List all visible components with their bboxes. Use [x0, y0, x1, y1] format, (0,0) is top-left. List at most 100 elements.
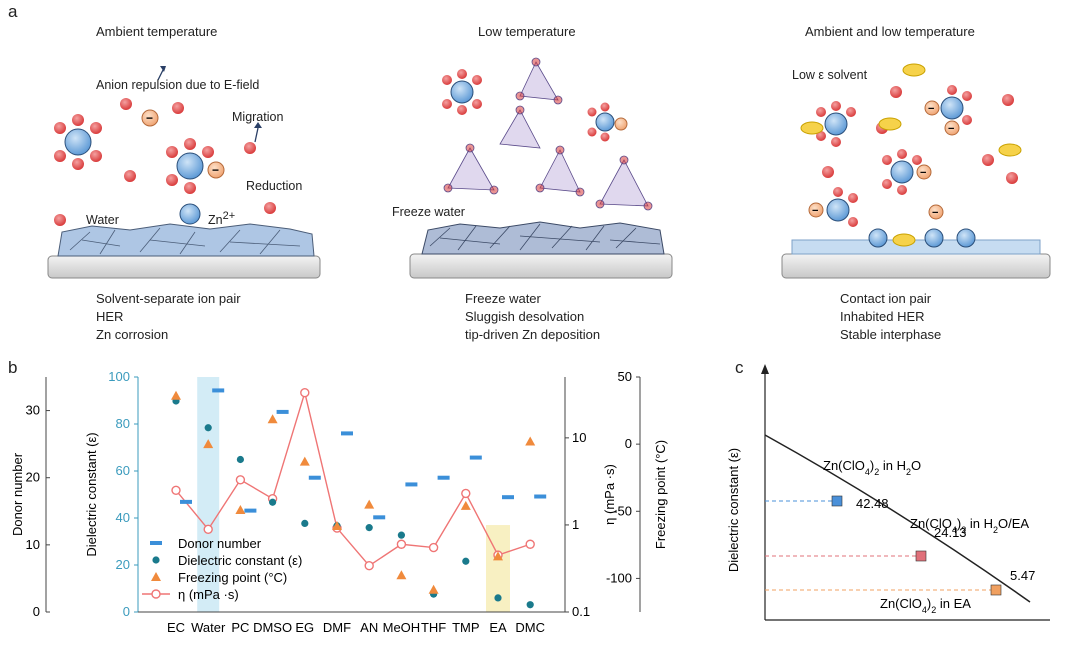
category-label: DMC [515, 620, 545, 635]
category-label: DMF [323, 620, 351, 635]
donor-mark [244, 508, 257, 513]
anion-repulsion-label: Anion repulsion due to E-field [96, 78, 260, 92]
donor-mark [180, 499, 192, 504]
donor-mark [341, 431, 353, 436]
freezing-tick-label: 50 [618, 369, 632, 384]
dielectric-tick-label: 40 [116, 510, 130, 525]
dielectric-point [269, 498, 277, 506]
dielectric-point [236, 455, 244, 464]
category-label: EG [295, 620, 314, 635]
low-epsilon-solvent-label: Low ε solvent [792, 68, 868, 82]
viscosity-point [171, 485, 181, 495]
donor-mark [437, 475, 450, 480]
category-label: Water [191, 620, 226, 635]
c-axis-label: Dielectric constant (ε) [726, 448, 741, 572]
panel-c-chart: Dielectric constant (ε) Zn(ClO4)2 in H2O 4… [726, 364, 1050, 621]
freezing-axis-label: Freezing point (°C) [653, 440, 668, 549]
dielectric-point [365, 524, 373, 532]
viscosity-line [175, 390, 531, 567]
dielectric-point [526, 601, 534, 609]
freezing-point [428, 584, 439, 594]
caption-line: Freeze water [465, 291, 541, 306]
viscosity-tick-label: 0.1 [572, 604, 590, 619]
caption-line: HER [96, 309, 124, 324]
category-label: THF [421, 620, 446, 635]
svg-text:−: − [920, 167, 926, 179]
legend-donor-marker [150, 541, 162, 545]
svg-text:−: − [928, 103, 934, 115]
svg-text:−: − [932, 207, 938, 219]
dielectric-point [462, 557, 470, 565]
legend-dielectric-marker [152, 556, 160, 564]
c-point-marker [831, 495, 843, 507]
freezing-point [235, 504, 246, 514]
dielectric-point [397, 531, 405, 539]
col1-title: Ambient temperature [96, 24, 218, 39]
donor-tick-label: 10 [26, 537, 40, 552]
migration-label: Migration [232, 110, 284, 124]
dielectric-point [204, 424, 212, 432]
donor-mark [405, 482, 418, 487]
freezing-point [203, 439, 214, 449]
freezing-point [171, 390, 181, 400]
c-point-value: 42.48 [856, 496, 889, 511]
substrate-2 [409, 221, 673, 279]
c-point-label: Zn(ClO4)2 in H2O/EA [910, 516, 1029, 535]
panel-c-letter: c [735, 358, 744, 377]
water-label: Water [86, 213, 119, 227]
donor-mark [534, 494, 547, 499]
water-highlight-band [197, 377, 220, 612]
category-label: EC [167, 620, 185, 635]
freeze-water-label: Freeze water [392, 205, 465, 219]
dielectric-tick-label: 0 [123, 604, 130, 619]
donor-mark [212, 388, 225, 393]
donor-mark [308, 475, 321, 480]
col2-captions: Freeze water Sluggish desolvation tip-dr… [465, 290, 600, 344]
viscosity-point [364, 561, 374, 571]
category-label: EA [489, 620, 507, 635]
reduction-label: Reduction [246, 179, 303, 193]
viscosity-point [428, 542, 439, 553]
freezing-point [267, 414, 278, 424]
caption-line: tip-driven Zn deposition [465, 327, 601, 342]
category-label: AN [360, 620, 378, 635]
legend-label: η (mPa ·s) [178, 587, 239, 602]
donor-tick-label: 30 [26, 403, 40, 418]
viscosity-point [235, 475, 246, 485]
dielectric-point [494, 594, 502, 602]
dielectric-tick-label: 20 [116, 557, 130, 572]
freezing-point [493, 551, 503, 561]
zn-ion-label: Zn2+ [208, 210, 236, 228]
substrate-1 [47, 223, 321, 279]
category-label: PC [231, 620, 249, 635]
freezing-point [364, 499, 375, 509]
caption-line: Sluggish desolvation [465, 309, 585, 324]
category-label: MeOH [383, 620, 421, 635]
freezing-tick-label: -100 [606, 570, 632, 585]
donor-mark [502, 495, 514, 500]
dielectric-axis-label: Dielectric constant (ε) [84, 432, 99, 556]
legend-label: Donor number [178, 536, 262, 551]
c-point-label: Zn(ClO4)2 in EA [880, 596, 971, 615]
legend-label: Freezing point (°C) [178, 570, 287, 585]
caption-line: Contact ion pair [840, 291, 932, 306]
viscosity-point [525, 539, 535, 549]
freeze-tetrahedra [443, 57, 653, 211]
freezing-point [525, 436, 536, 446]
dielectric-tick-label: 100 [108, 369, 130, 384]
svg-text:−: − [212, 163, 219, 177]
hydrated-zn-clusters: − − − [54, 69, 972, 227]
donor-mark [373, 515, 386, 520]
viscosity-axis-label: η (mPa ·s) [602, 464, 617, 525]
svg-text:−: − [812, 205, 818, 217]
c-point-marker [990, 584, 1002, 596]
c-y-arrow [761, 364, 769, 374]
c-point-label: Zn(ClO4)2 in H2O [823, 458, 921, 477]
donor-mark [276, 409, 289, 414]
substrate-3 [781, 239, 1051, 279]
panel-b-chart: 01020300204060801000.1110500-50-100Donor… [10, 369, 668, 635]
donor-tick-label: 20 [26, 470, 40, 485]
dielectric-point [301, 519, 309, 528]
c-point-value: 24.13 [934, 525, 967, 540]
category-label: DMSO [253, 620, 292, 635]
